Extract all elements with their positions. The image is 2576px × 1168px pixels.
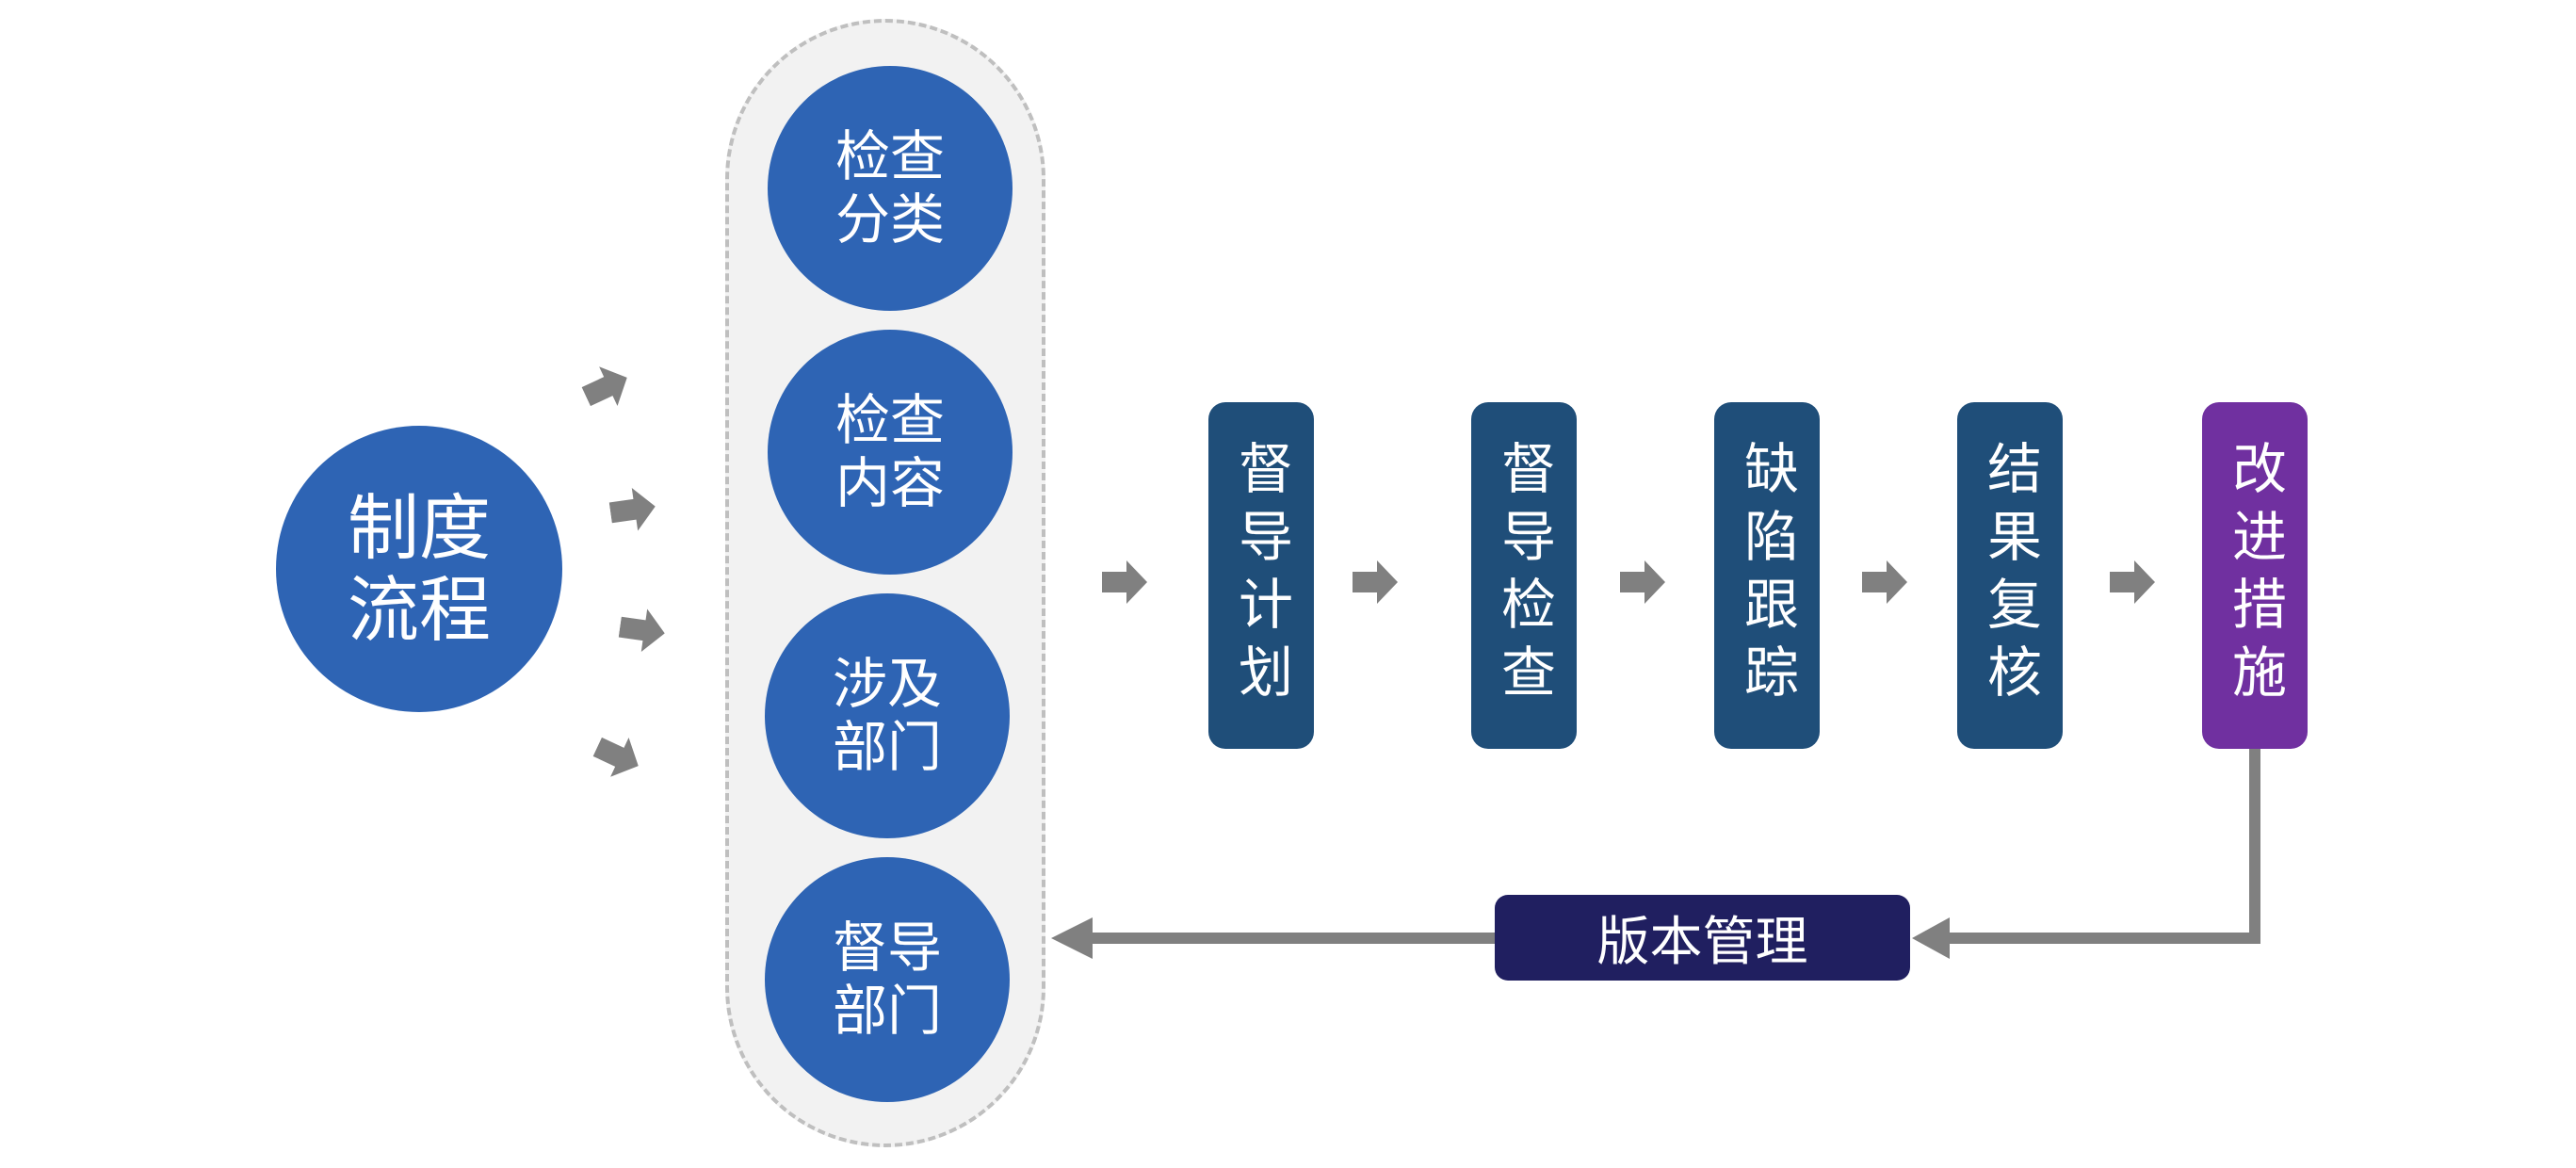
category-label: 督导部门 (832, 916, 942, 1043)
fan-arrow-2-icon (608, 485, 658, 534)
category-circle: 督导部门 (765, 857, 1010, 1102)
step-arrow-icon (2110, 560, 2155, 604)
category-label: 检查分类 (834, 124, 945, 251)
category-circle: 涉及部门 (765, 593, 1010, 838)
step-arrow-icon (1102, 560, 1147, 604)
step-arrow-icon (1353, 560, 1398, 604)
step-arrow-icon (1862, 560, 1907, 604)
version-management-label: 版本管理 (1596, 912, 1808, 973)
category-circle: 检查分类 (768, 66, 1013, 311)
step-box-improvement-measures: 改进措施 (2202, 402, 2308, 749)
fan-arrow-3-icon (617, 606, 668, 655)
feedback-line-right (1950, 749, 2260, 944)
category-label: 涉及部门 (832, 652, 942, 779)
category-circle: 检查内容 (768, 330, 1013, 575)
fan-arrow-4-icon (589, 727, 648, 786)
step-box-result-review: 结果复核 (1957, 402, 2063, 749)
step-box-defect-tracking: 缺陷跟踪 (1714, 402, 1820, 749)
step-label: 结果复核 (1978, 440, 2042, 711)
fan-arrow-1-icon (577, 358, 637, 416)
step-arrow-icon (1620, 560, 1665, 604)
step-label: 督导检查 (1492, 440, 1556, 711)
step-label: 改进措施 (2223, 440, 2287, 711)
version-management-box: 版本管理 (1495, 895, 1910, 981)
feedback-arrowhead-right-icon (1912, 917, 1950, 959)
step-label: 督导计划 (1229, 440, 1293, 711)
step-box-supervision-check: 督导检查 (1471, 402, 1577, 749)
source-circle-system-process: 制度流程 (276, 426, 562, 712)
category-label: 检查内容 (834, 388, 945, 515)
source-label: 制度流程 (348, 485, 491, 652)
feedback-arrowhead-left-icon (1051, 917, 1093, 959)
step-label: 缺陷跟踪 (1735, 440, 1799, 711)
step-box-supervision-plan: 督导计划 (1208, 402, 1314, 749)
